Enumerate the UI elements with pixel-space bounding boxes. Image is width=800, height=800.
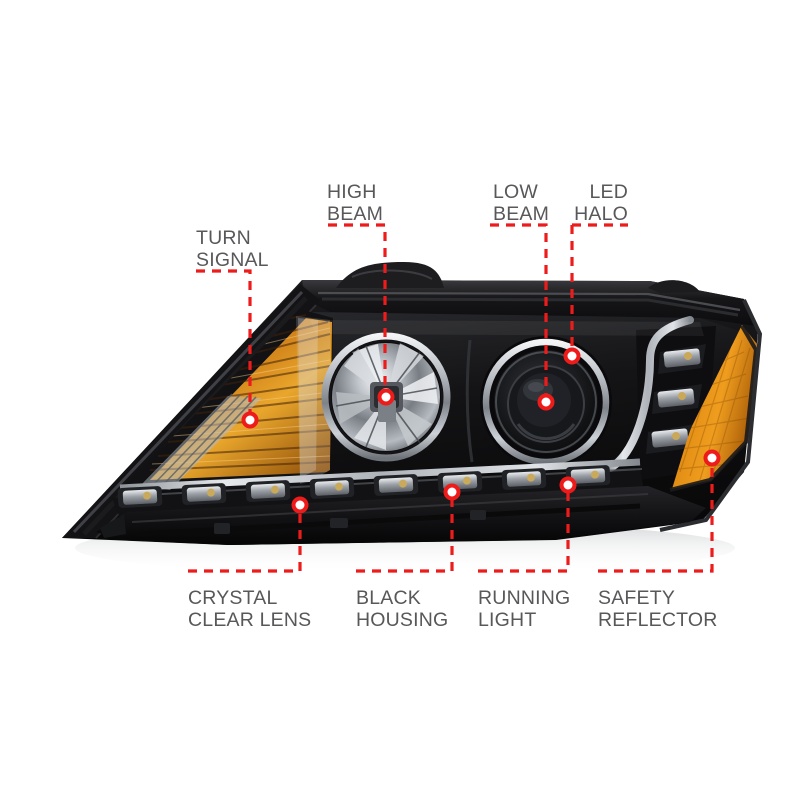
callout-dot-safety-reflector bbox=[703, 449, 721, 467]
upper-rim bbox=[302, 280, 756, 326]
callout-label-low-beam: LOW BEAM bbox=[493, 181, 550, 225]
callout-label-running-light: RUNNING LIGHT bbox=[478, 587, 571, 631]
drl-led-pods bbox=[117, 465, 611, 508]
callout-label-black-housing: BLACK HOUSING bbox=[356, 587, 449, 631]
led-halo-ring bbox=[482, 338, 610, 466]
led-pod bbox=[117, 486, 163, 508]
callout-line-turn-signal bbox=[196, 269, 252, 418]
callout-dot-led-halo bbox=[563, 347, 581, 365]
callout-label-led-halo: LED HALO bbox=[574, 181, 628, 225]
callout-label-turn-signal: TURN SIGNAL bbox=[196, 227, 269, 271]
mounting-tab-right bbox=[648, 280, 700, 293]
callout-label-high-beam: HIGH BEAM bbox=[327, 181, 384, 225]
callout-label-safety-reflector: SAFETY REFLECTOR bbox=[598, 587, 718, 631]
led-pod bbox=[181, 483, 227, 505]
callout-label-crystal-clear-lens: CRYSTAL CLEAR LENS bbox=[188, 587, 312, 631]
mounting-tab bbox=[336, 262, 444, 288]
callout-line-running-light bbox=[478, 487, 570, 573]
callout-dot-black-housing bbox=[443, 483, 461, 501]
callout-line-low-beam bbox=[490, 223, 548, 400]
drl-chrome-rail bbox=[119, 458, 641, 492]
led-pod bbox=[565, 465, 611, 487]
chrome-c-trim bbox=[602, 316, 694, 474]
led-pod bbox=[373, 474, 419, 496]
callout-dot-high-beam bbox=[377, 388, 395, 406]
callout-line-high-beam bbox=[328, 223, 387, 395]
callout-line-safety-reflector bbox=[598, 460, 714, 573]
led-pod bbox=[309, 477, 355, 499]
callout-dot-low-beam bbox=[537, 393, 555, 411]
callout-line-black-housing bbox=[356, 494, 454, 573]
led-pod bbox=[501, 468, 547, 490]
led-pod bbox=[245, 480, 291, 502]
callout-dot-running-light bbox=[559, 476, 577, 494]
callout-dot-turn-signal bbox=[241, 411, 259, 429]
callout-line-crystal-clear-lens bbox=[188, 507, 302, 573]
callout-dot-crystal-clear-lens bbox=[291, 496, 309, 514]
